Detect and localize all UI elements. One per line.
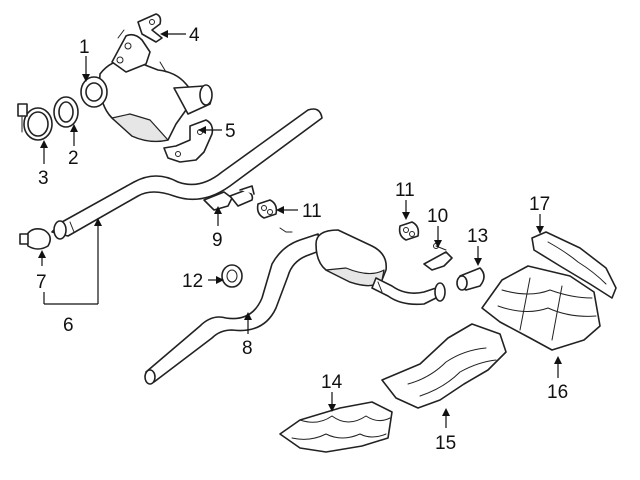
heat-shield-upper[interactable] (531, 231, 617, 299)
callout-11-right: 11 (395, 180, 415, 201)
leader-lines (38, 30, 562, 428)
callout-12: 12 (182, 271, 203, 292)
callout-16: 16 (547, 382, 568, 403)
callout-2: 2 (68, 148, 79, 169)
callout-13: 13 (467, 226, 488, 247)
insulator[interactable] (221, 264, 243, 288)
callout-4: 4 (189, 25, 200, 46)
rubber-hanger-left[interactable] (256, 199, 278, 219)
clamp[interactable] (17, 103, 53, 141)
callout-15: 15 (435, 433, 456, 454)
rubber-hanger-right[interactable] (398, 221, 420, 241)
front-pipe[interactable] (51, 108, 323, 240)
callout-17: 17 (529, 194, 550, 215)
heat-shield-center[interactable] (381, 323, 507, 409)
upper-bracket[interactable] (137, 13, 163, 43)
rear-pipe-muffler[interactable] (144, 227, 446, 385)
pipe-sleeve[interactable] (456, 267, 485, 291)
callout-7: 7 (36, 272, 47, 293)
callout-8: 8 (242, 338, 253, 359)
heat-shield-rear[interactable] (481, 265, 601, 351)
callout-5: 5 (225, 121, 236, 142)
callout-9: 9 (212, 230, 223, 251)
callout-14: 14 (321, 372, 343, 393)
pipe-clamp[interactable] (19, 228, 52, 250)
callout-6: 6 (63, 315, 74, 336)
callout-11-left: 11 (302, 201, 322, 222)
callout-1: 1 (79, 37, 90, 58)
hanger-bracket[interactable] (203, 185, 255, 211)
heat-shield-front[interactable] (279, 401, 393, 453)
catalytic-converter[interactable] (80, 29, 213, 143)
callout-3: 3 (38, 168, 49, 189)
callout-10: 10 (427, 206, 448, 227)
gasket[interactable] (53, 96, 79, 128)
